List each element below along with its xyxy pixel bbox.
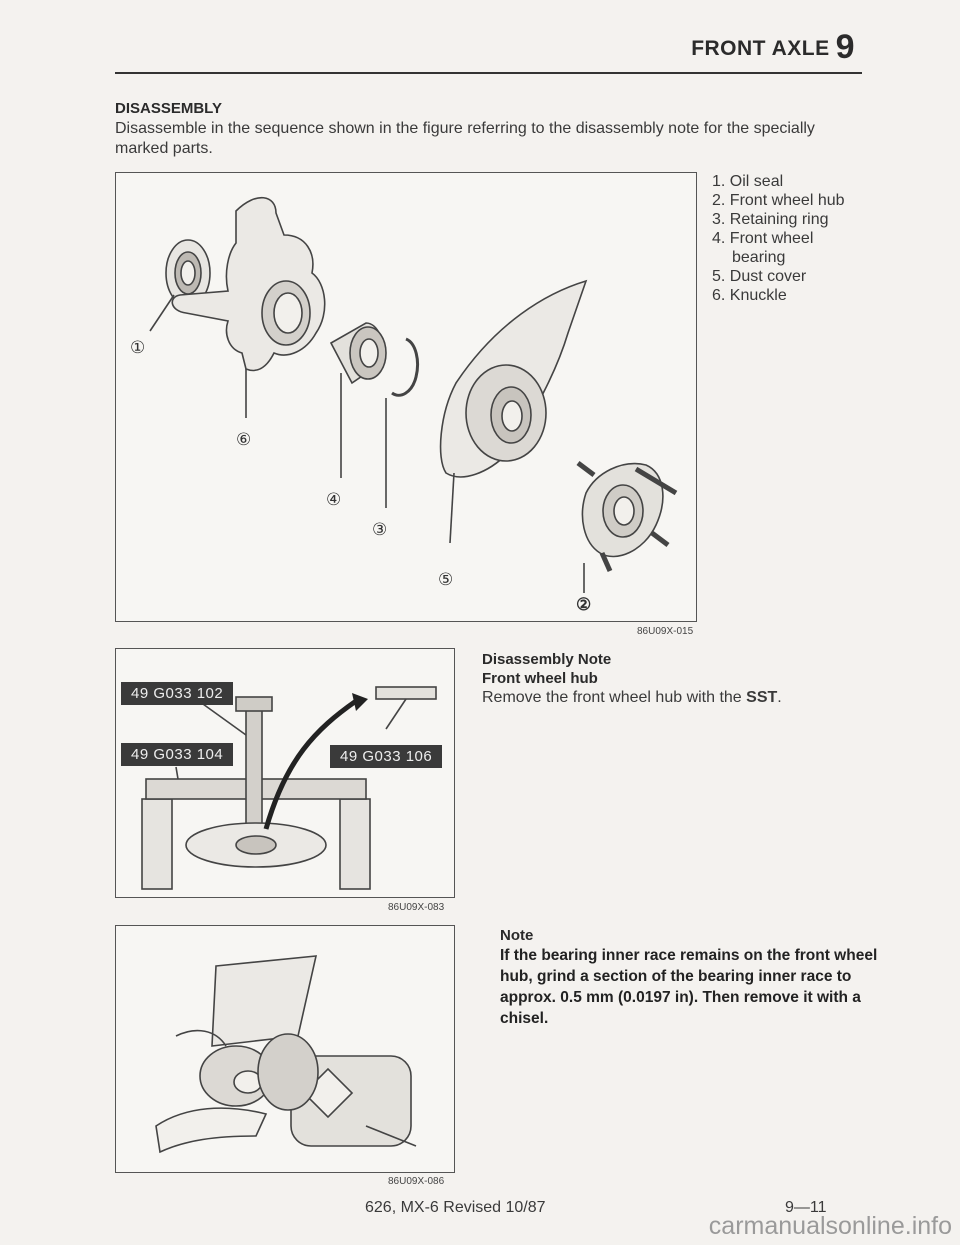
body-text: Remove the front wheel hub with the: [482, 689, 747, 706]
callout-6: ⑥: [236, 430, 251, 450]
note-title: Note: [500, 927, 534, 944]
part-item: 4. Front wheel: [712, 230, 814, 247]
callout-2: ②: [576, 595, 591, 615]
disassembly-note-subtitle: Front wheel hub: [482, 670, 598, 687]
tool-label-102: 49 G033 102: [121, 682, 234, 705]
sst-term: SST: [746, 689, 778, 706]
grinding-note: Note If the bearing inner race remains o…: [500, 926, 895, 1029]
figure1-code: 86U09X-015: [637, 626, 694, 637]
part-item: 5. Dust cover: [712, 268, 807, 285]
watermark: carmanualsonline.info: [708, 1212, 952, 1240]
body-punct: .: [777, 689, 782, 706]
part-item: 1. Oil seal: [712, 173, 784, 190]
part-item: 3. Retaining ring: [712, 211, 829, 228]
figure2-code: 86U09X-083: [388, 902, 445, 913]
disassembly-note-body: Remove the front wheel hub with the SST.: [482, 688, 862, 707]
tool-label-106: 49 G033 106: [330, 745, 443, 768]
footer-revision: 626, MX-6 Revised 10/87: [365, 1199, 546, 1216]
part-item-continuation: bearing: [732, 249, 786, 266]
intro-text: Disassemble in the sequence shown in the…: [115, 120, 815, 157]
tool-label-104: 49 G033 104: [121, 743, 234, 766]
callout-3: ③: [372, 520, 387, 540]
grinding-drawing: [155, 955, 417, 1154]
page-number: 9—11: [785, 1199, 827, 1216]
note-body: If the bearing inner race remains on the…: [500, 947, 878, 1027]
callout-4: ④: [326, 490, 341, 510]
part-item: 2. Front wheel hub: [712, 192, 845, 209]
sst-press-figure: 49 G033 102 49 G033 104 49 G033 106: [115, 648, 455, 898]
parts-list: 1. Oil seal 2. Front wheel hub 3. Retain…: [712, 172, 845, 305]
callout-5: ⑤: [438, 570, 453, 590]
disassembly-note: Disassembly Note Front wheel hub Remove …: [482, 650, 862, 707]
sst-press-drawing: [141, 686, 437, 890]
disassembly-note-title: Disassembly Note: [482, 651, 612, 668]
exploded-view-drawing: ① ② ③ ④ ⑤ ⑥: [130, 196, 678, 615]
chapter-title: FRONT AXLE: [691, 37, 830, 60]
exploded-view-figure: ① ② ③ ④ ⑤ ⑥: [115, 172, 697, 622]
figure3-code: 86U09X-086: [388, 1176, 445, 1187]
chapter-number: 9: [835, 28, 855, 66]
section-title: DISASSEMBLY: [115, 100, 222, 117]
header-rule: [115, 72, 862, 74]
part-item: 6. Knuckle: [712, 287, 787, 304]
grinding-figure: [115, 925, 455, 1173]
callout-1: ①: [130, 338, 145, 358]
